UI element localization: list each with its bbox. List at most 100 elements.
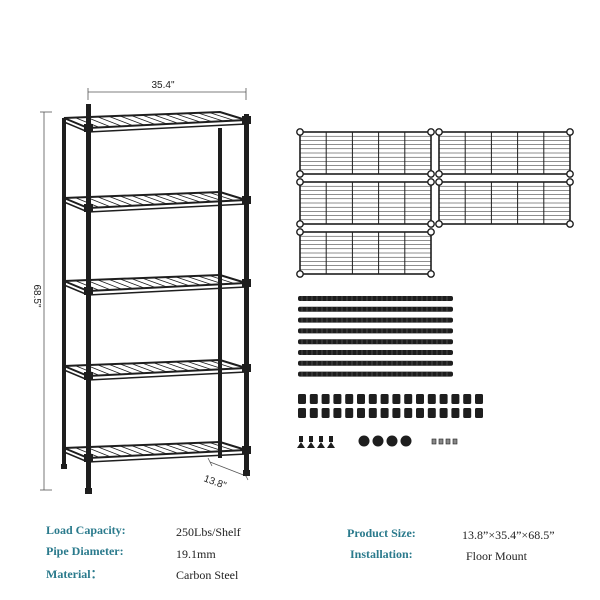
shelf-wire [97, 196, 123, 207]
pipe-diameter-label: Pipe Diameter: [46, 544, 124, 558]
foot-stem [319, 436, 323, 442]
shelf-wire [197, 360, 224, 370]
shelf-wire [119, 445, 145, 456]
sleeve [368, 408, 377, 418]
panel-corner [566, 170, 574, 178]
sleeve [368, 394, 377, 404]
shelf-wire [86, 116, 111, 128]
sleeve [357, 394, 365, 404]
shelf-wire [119, 278, 145, 289]
sleeve [475, 394, 483, 404]
panel-corner [427, 270, 435, 278]
shelf-wire [86, 364, 111, 376]
pole [298, 360, 453, 366]
shelf-wire [164, 113, 190, 124]
shelf-panel [296, 178, 435, 228]
sleeve [333, 394, 342, 404]
load-capacity-value: 250Lbs/Shelf [176, 525, 241, 539]
shelf-wire [197, 442, 224, 452]
shelf-wire [186, 275, 213, 286]
shelf-wire [164, 361, 190, 372]
shelf-wire [74, 365, 100, 376]
foot-stem [299, 436, 303, 442]
shelf-wire [164, 443, 190, 454]
panel-corner [435, 220, 443, 228]
panel-corner [296, 178, 304, 186]
shelf-wire [208, 275, 235, 284]
shelf-wire [197, 112, 224, 122]
shelf-wire [108, 363, 134, 375]
bolt [438, 438, 444, 445]
shelf-wire [141, 194, 168, 205]
shelf-wire [153, 444, 179, 454]
shelf-wire [175, 276, 201, 286]
foot-base [297, 442, 305, 448]
bolt [445, 438, 451, 445]
shelf-wire [208, 442, 235, 451]
shelf-wire [130, 195, 156, 205]
pole [298, 317, 453, 323]
shelf-wire [130, 363, 156, 373]
post-sleeve [242, 364, 251, 372]
post-sleeve [242, 196, 251, 204]
shelf-panel [296, 128, 435, 178]
shelf-lip [87, 123, 247, 133]
panel-corner [427, 178, 435, 186]
post-sleeve [242, 279, 251, 287]
sleeve [309, 408, 318, 418]
pole [298, 339, 453, 345]
panel-corner [427, 228, 435, 236]
back-left-post [62, 118, 66, 468]
shelf-wire [86, 196, 111, 208]
sleeve [380, 408, 389, 418]
sleeve [416, 394, 424, 404]
shelf-wire [119, 195, 145, 206]
post-sleeve [84, 287, 93, 295]
shelf-wire [186, 192, 213, 203]
sleeve [298, 394, 306, 404]
foot [85, 488, 92, 494]
rack-shelf [63, 273, 251, 296]
shelf-wire [186, 360, 213, 371]
adjustable-foot [297, 436, 305, 448]
shelf-wire [153, 362, 179, 372]
shelf-wire [197, 275, 224, 285]
panel-corner [435, 128, 443, 136]
shelf-wire [74, 117, 100, 128]
shelf-wire [141, 444, 168, 455]
shelf-wire [130, 115, 156, 125]
sleeve [439, 408, 448, 418]
shelf-wire [130, 445, 156, 455]
panel-corner [427, 128, 435, 136]
pole-body [298, 350, 453, 355]
pole [298, 306, 453, 312]
load-capacity-label: Load Capacity: [46, 523, 126, 537]
shelf-wire [130, 278, 156, 288]
foot [243, 470, 250, 476]
sleeve [392, 394, 401, 404]
material-label: Material： [46, 567, 103, 581]
panel-corner [296, 220, 304, 228]
back-right-post [218, 128, 222, 458]
width-label: 35.4" [151, 80, 174, 91]
bolt [452, 438, 458, 445]
feet-and-levelers [297, 435, 458, 448]
panel-corner [566, 128, 574, 136]
sleeve [345, 408, 354, 418]
shelf-wire [175, 361, 201, 371]
pole-body [298, 296, 453, 301]
shelf-lip [87, 286, 247, 296]
pole-body [298, 328, 453, 334]
material-value: Carbon Steel [176, 568, 239, 582]
shelf-wire [119, 115, 145, 126]
rack-shelf [63, 110, 251, 133]
shelf-wire [141, 114, 168, 125]
leveler-cap [372, 435, 384, 447]
panel-corner [296, 270, 304, 278]
shelf-wire [164, 193, 190, 204]
pole-body [298, 317, 453, 323]
post-sleeve [84, 454, 93, 462]
sleeve [404, 394, 413, 404]
shelf-panel [435, 128, 574, 178]
sleeve [404, 408, 413, 418]
